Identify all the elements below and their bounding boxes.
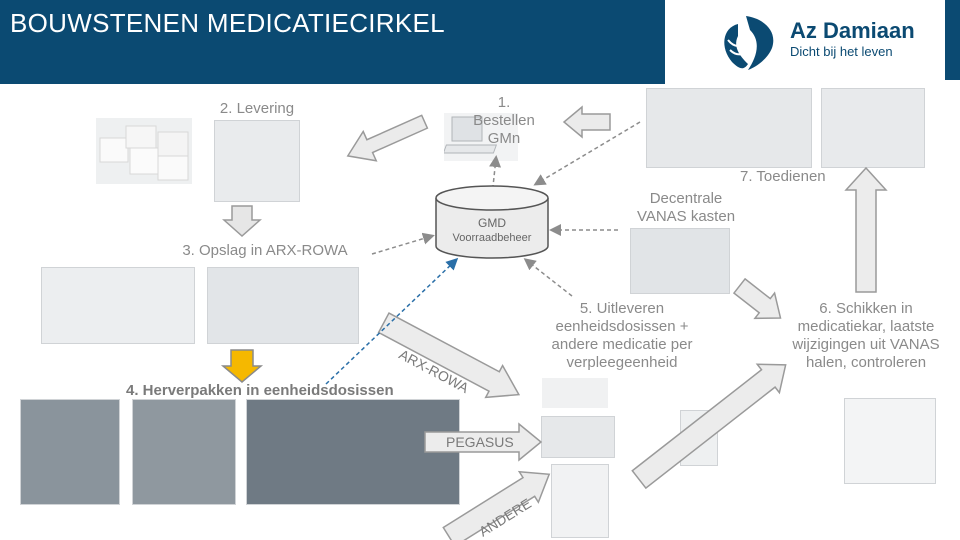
header-bar xyxy=(0,0,665,84)
dashed-link-gmd-to-bestellen xyxy=(489,155,502,197)
repacking-machine-photo-1 xyxy=(20,399,120,505)
dashed-link-opslag-to-gmd xyxy=(371,232,435,255)
arrow-opslag-to-herverpakken xyxy=(220,349,264,383)
arrow-arx-rowa xyxy=(377,312,521,399)
slide-title: BOUWSTENEN MEDICATIECIRKEL xyxy=(10,8,445,38)
dashed-link-herverpakken-to-gmd xyxy=(325,257,459,385)
vanas-cabinet-photo xyxy=(630,228,730,294)
gmd-label: GMD xyxy=(478,216,506,230)
iv-bag-photo xyxy=(551,464,609,538)
step-opslag-label: 3. Opslag in ARX-ROWA xyxy=(182,242,348,259)
dashed-link-vanas-to-bestellen xyxy=(533,121,641,186)
arrow-to-schikken xyxy=(631,363,787,490)
computer-photo xyxy=(444,113,518,161)
arrow-bestellen-to-levering xyxy=(346,114,429,162)
gmd-database-icon xyxy=(435,185,549,259)
storage-room-photo-1 xyxy=(41,267,195,344)
blister-packs-photo xyxy=(541,416,615,458)
repacking-machine-photo-2 xyxy=(132,399,236,505)
step-schikken-label: 6. Schikken in medicatiekar, laatste wij… xyxy=(792,300,940,371)
arrow-pegasus xyxy=(424,422,543,462)
step-herverpakken-label: 4. Herverpakken in eenheidsdosissen xyxy=(126,382,394,399)
levering-chute-photo xyxy=(214,120,300,202)
arrow-levering-to-opslag xyxy=(222,205,262,238)
step-bestellen-label: 1. Bestellen GMn xyxy=(473,94,535,147)
pills-photo xyxy=(542,378,608,408)
patient-bed-photo xyxy=(646,88,812,168)
arrow-andere xyxy=(442,470,551,540)
dashed-link-uitleveren-to-gmd xyxy=(523,258,573,297)
arrow-vanas-to-schikken xyxy=(732,277,782,320)
nurse-hands-photo xyxy=(821,88,925,168)
header-accent-bar xyxy=(945,0,960,80)
boxes-photo xyxy=(96,118,192,184)
arrow-schikken-to-toedienen xyxy=(844,166,888,293)
step-levering-label: 2. Levering xyxy=(219,100,295,117)
step-uitleveren-label: 5. Uitleveren eenheidsdosissen + andere … xyxy=(551,300,693,371)
logo-tagline: Dicht bij het leven xyxy=(790,44,893,59)
step-toedienen-label: 7. Toedienen xyxy=(740,168,826,185)
logo-name: Az Damiaan xyxy=(790,18,915,43)
arrow-to-bestellen xyxy=(562,105,611,139)
storage-room-photo-2 xyxy=(207,267,359,344)
decentraal-vanas-label: Decentrale VANAS kasten xyxy=(636,190,736,225)
medication-cart-photo xyxy=(844,398,936,484)
gmd-sublabel: Voorraadbeheer xyxy=(452,232,532,244)
pegasus-arrow-label: PEGASUS xyxy=(446,434,514,450)
